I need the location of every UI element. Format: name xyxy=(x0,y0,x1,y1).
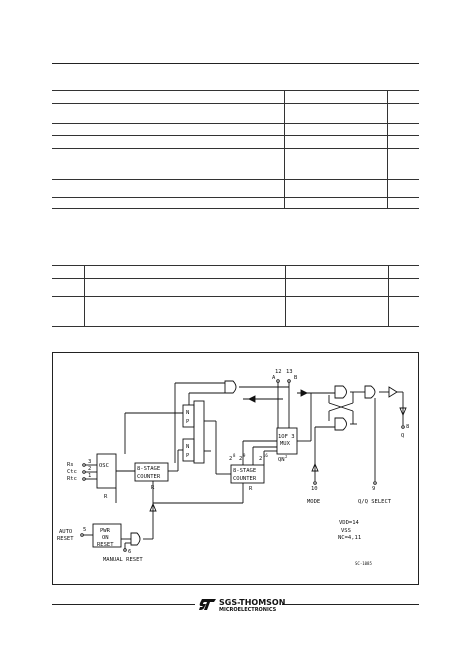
label-np-n2: N xyxy=(186,444,189,450)
label-two9-exp: 9 xyxy=(243,453,246,458)
label-q-select: Q/Q SELECT xyxy=(358,499,392,505)
table-1-row xyxy=(52,123,419,136)
table-1-row xyxy=(52,90,419,104)
label-two8: 2 xyxy=(229,456,232,462)
label-pwr-1: PWR xyxy=(100,528,111,534)
label-two8-exp: 8 xyxy=(233,453,236,458)
table-2-row xyxy=(52,265,419,279)
label-pin1: 1 xyxy=(88,473,91,479)
label-qn: QN xyxy=(278,457,285,463)
label-pin3: 3 xyxy=(88,459,91,465)
label-pin10: 10 xyxy=(311,486,318,492)
label-counter1-stage: 8-STAGE xyxy=(137,466,160,472)
label-rs: Rs xyxy=(67,462,74,468)
label-pin6: 6 xyxy=(128,549,131,555)
label-figure-id: SC-1085 xyxy=(355,561,372,566)
label-two16-exp: 16 xyxy=(263,453,268,458)
label-auto: AUTO xyxy=(59,529,72,535)
table-2-row xyxy=(52,278,419,297)
footer-rule-left xyxy=(52,604,195,605)
label-pwr-2: ON xyxy=(102,535,109,541)
label-rtc: Rtc xyxy=(67,476,77,482)
label-np-p1: P xyxy=(186,419,190,425)
label-pin9: 9 xyxy=(372,486,375,492)
table-1-row xyxy=(52,103,419,124)
table-2 xyxy=(52,265,419,327)
brand-name: SGS-THOMSON xyxy=(219,598,286,607)
label-manual-reset: MANUAL RESET xyxy=(103,557,143,563)
label-r1: R xyxy=(104,494,108,500)
label-auto-reset: RESET xyxy=(57,536,74,542)
label-vdd: VDD=14 xyxy=(339,520,360,526)
label-pin5: 5 xyxy=(83,527,86,533)
label-ctc: Ctc xyxy=(67,469,77,475)
pwr-on-reset-block xyxy=(92,523,122,548)
label-pin2: 2 xyxy=(88,466,91,472)
label-pin8: 8 xyxy=(406,424,409,430)
block-diagram: Rs Ctc Rtc 3 2 1 OSC R 8-STAGE COUNTER R… xyxy=(52,352,419,585)
label-pwr-3: RESET xyxy=(97,542,114,548)
counter-1-block xyxy=(134,462,169,482)
label-pin13: 13 xyxy=(286,369,293,375)
label-two9: 2 xyxy=(239,456,242,462)
label-mux-1: 1OF 3 xyxy=(278,434,295,440)
label-mode: MODE xyxy=(307,499,320,505)
table-1 xyxy=(52,90,419,209)
label-r3: R xyxy=(249,486,253,492)
label-r2: R xyxy=(151,485,155,491)
label-counter2-stage: 8-STAGE xyxy=(233,468,256,474)
table-1-row xyxy=(52,148,419,180)
label-pin12: 12 xyxy=(275,369,282,375)
footer-rule-right xyxy=(282,604,419,605)
label-nc: NC=4,11 xyxy=(338,535,361,541)
label-np-p2: P xyxy=(186,453,190,459)
osc-block xyxy=(96,453,117,489)
label-qn-sup: z xyxy=(285,454,288,459)
label-two16: 2 xyxy=(259,456,262,462)
table-1-row xyxy=(52,179,419,198)
header-rule xyxy=(52,63,419,64)
table-1-row xyxy=(52,197,419,209)
st-logo-icon xyxy=(199,599,216,610)
block-diagram-svg: Rs Ctc Rtc 3 2 1 OSC R 8-STAGE COUNTER R… xyxy=(57,369,409,566)
label-b: B xyxy=(294,375,298,381)
label-a: A xyxy=(272,375,276,381)
table-2-row xyxy=(52,296,419,327)
label-counter2-name: COUNTER xyxy=(233,476,257,482)
label-osc: OSC xyxy=(99,463,109,469)
label-mux-2: MUX xyxy=(280,441,291,447)
label-counter1-name: COUNTER xyxy=(137,474,161,480)
label-np-n1: N xyxy=(186,410,189,416)
brand-subtitle: MICROELECTRONICS xyxy=(219,607,277,613)
label-vss: VSS xyxy=(341,528,351,534)
label-q-out: Q xyxy=(401,433,404,439)
table-1-row xyxy=(52,135,419,149)
